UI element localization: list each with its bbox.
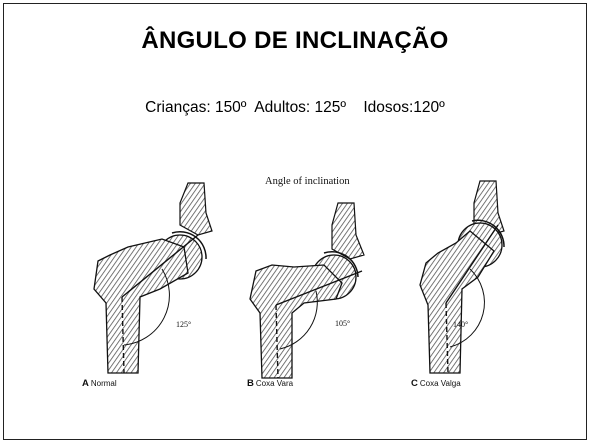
hip-inclination-figure	[93, 180, 505, 379]
panel-c-letter: C	[411, 378, 418, 389]
panel-b-femur	[249, 202, 365, 379]
panel-c-name: Coxa Valga	[419, 379, 461, 388]
panel-b-angle-label: 105°	[335, 319, 351, 328]
subtitle-adults: Adultos: 125º	[254, 99, 347, 116]
subtitle-children: Crianças: 150º	[145, 99, 247, 116]
panel-c-angle-label: 140°	[453, 320, 469, 329]
panel-a-letter: A	[82, 378, 89, 389]
panel-c-femur	[419, 180, 505, 374]
slide-title: ÂNGULO DE INCLINAÇÃO	[141, 27, 449, 54]
slide-subtitle: Crianças: 150º Adultos: 125º Idosos:120º	[4, 99, 586, 117]
panel-a-femur	[93, 182, 213, 374]
panel-a-angle-label: 125°	[176, 320, 192, 329]
panel-b-letter: B	[247, 378, 254, 389]
panel-b-name: Coxa Vara	[255, 379, 294, 388]
subtitle-elderly: Idosos:120º	[363, 99, 445, 116]
panel-a-name: Normal	[90, 379, 117, 388]
figure-caption: Angle of inclination	[265, 176, 350, 187]
